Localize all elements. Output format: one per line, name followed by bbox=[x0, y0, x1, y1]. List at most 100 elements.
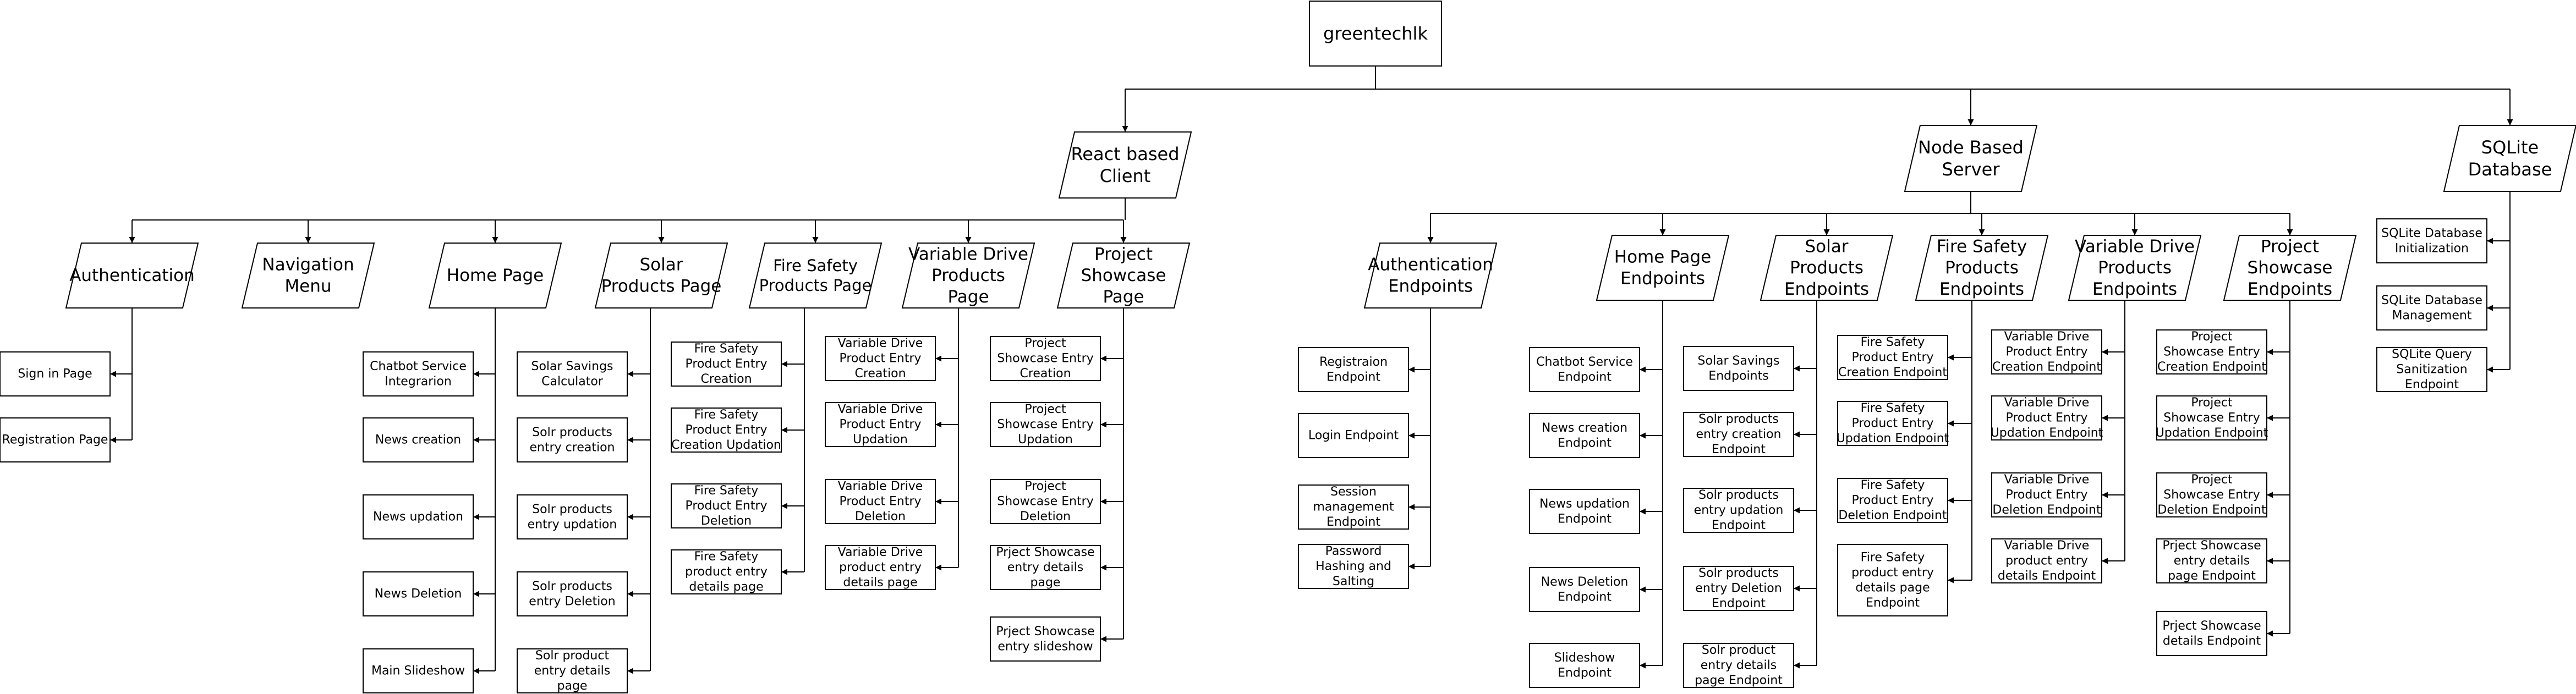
node-label: News updation bbox=[373, 510, 463, 524]
box-shape bbox=[2156, 611, 2267, 656]
box-shape bbox=[990, 616, 1101, 662]
parallelogram-shape bbox=[1596, 235, 1730, 301]
node-label: Initialization bbox=[2395, 241, 2469, 255]
node-label: page bbox=[557, 679, 588, 693]
node-label: Deletion Endpoint bbox=[2157, 503, 2266, 517]
node-label: Product Entry bbox=[839, 418, 921, 432]
node-label: Deletion Endpoint bbox=[1838, 509, 1947, 522]
node-label: Prject Showcase bbox=[996, 625, 1094, 638]
box-shape bbox=[825, 545, 936, 590]
node-label: Variable Drive bbox=[2004, 396, 2090, 410]
node-label: Variable Drive bbox=[838, 480, 923, 493]
node-label: page Endpoint bbox=[1695, 674, 1783, 687]
node-label: Solar bbox=[1805, 236, 1849, 256]
node-label: News Deletion bbox=[1541, 575, 1629, 589]
node-label: Navigation bbox=[262, 255, 354, 275]
node-label: Showcase Entry bbox=[2163, 345, 2260, 359]
node-label: Project bbox=[1024, 337, 1066, 350]
node-news-updation: News updation bbox=[363, 494, 474, 539]
node-label: Showcase Entry bbox=[997, 495, 1093, 509]
box-shape bbox=[1683, 412, 1794, 457]
node-label: Product Entry bbox=[2005, 411, 2087, 425]
node-label: Showcase Entry bbox=[2163, 411, 2260, 425]
parallelogram-shape bbox=[2223, 235, 2357, 301]
node-label: Variable Drive bbox=[908, 244, 1028, 264]
box-shape bbox=[1683, 346, 1794, 391]
node-label: Creation Updation bbox=[671, 438, 781, 452]
node-label: Main Slideshow bbox=[371, 664, 465, 678]
node-label: SQLite Query bbox=[2392, 348, 2472, 361]
node-label: Product Entry bbox=[685, 423, 767, 437]
node-label: entry details bbox=[2174, 554, 2250, 568]
node-home-page: Home Page bbox=[428, 243, 562, 309]
node-label: Product Entry bbox=[685, 357, 767, 371]
node-label: Solr products bbox=[1698, 566, 1779, 580]
box-shape bbox=[671, 549, 782, 594]
parallelogram-shape bbox=[1760, 235, 1894, 301]
node-label: Solr products bbox=[532, 580, 612, 593]
node-label: details Endpoint bbox=[1998, 569, 2096, 583]
node-label: Fire Safety bbox=[694, 342, 759, 356]
node-label: Products bbox=[1945, 258, 2019, 278]
box-shape bbox=[1298, 413, 1409, 458]
parallelogram-shape bbox=[1363, 243, 1498, 309]
node-label: Product Entry bbox=[839, 352, 921, 366]
node-label: entry details bbox=[534, 664, 610, 678]
box-shape bbox=[1529, 567, 1640, 612]
box-shape bbox=[1298, 484, 1409, 530]
node-label: Products bbox=[2098, 258, 2172, 278]
node-label: Endpoint bbox=[1712, 443, 1766, 456]
node-label: Fire Safety bbox=[1861, 335, 1925, 349]
box-shape bbox=[825, 336, 936, 381]
node-label: entry Deletion bbox=[529, 594, 615, 608]
box-shape bbox=[1991, 395, 2102, 440]
box-shape bbox=[1298, 347, 1409, 392]
parallelogram-shape bbox=[241, 243, 375, 309]
node-label: Database bbox=[2468, 159, 2552, 180]
parallelogram-shape bbox=[1904, 125, 2038, 192]
node-label: Page bbox=[947, 287, 989, 307]
node-label: Deletion bbox=[1020, 510, 1071, 524]
node-label: Variable Drive bbox=[2004, 473, 2090, 487]
node-label: Showcase Entry bbox=[2163, 488, 2260, 502]
node-label: Salting bbox=[1333, 575, 1374, 588]
box-shape bbox=[2376, 285, 2487, 331]
box-shape bbox=[1837, 544, 1948, 616]
node-label: page bbox=[1031, 576, 1061, 590]
node-label: Sanitization bbox=[2396, 363, 2467, 377]
node-label: Endpoint bbox=[1558, 512, 1612, 526]
node-label: entry updation bbox=[528, 517, 617, 531]
box-shape bbox=[671, 407, 782, 453]
node-label: Password bbox=[1325, 544, 1382, 558]
node-label: Endpoints bbox=[1388, 276, 1473, 296]
box-shape bbox=[2156, 329, 2267, 374]
node-label: Fire Safety bbox=[773, 256, 858, 275]
node-label: Showcase bbox=[1081, 266, 1166, 285]
node-label: details page bbox=[1855, 581, 1930, 594]
parallelogram-shape bbox=[748, 243, 883, 309]
node-label: entry details bbox=[1701, 659, 1777, 673]
box-shape bbox=[2376, 218, 2487, 263]
node-registration-page: Registration Page bbox=[0, 417, 111, 462]
node-label: Endpoints bbox=[1784, 279, 1869, 299]
node-label: Products Page bbox=[601, 276, 722, 296]
